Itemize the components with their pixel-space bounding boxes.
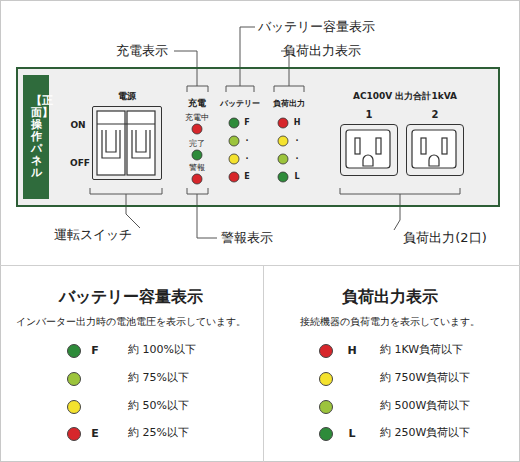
- legend-swatch: [67, 427, 81, 441]
- callout: 警報表示: [221, 231, 273, 246]
- section-dividers: [0, 265, 520, 462]
- control-panel: 【正面】操作パネル 電源 12: [16, 67, 500, 207]
- led-mark: ·: [295, 154, 298, 163]
- led-label: 完了: [189, 139, 205, 148]
- switch-state: OFF: [70, 158, 90, 168]
- section-note: インバーター出力時の電池電圧を表示しています。: [16, 316, 246, 328]
- led-label: 警報: [189, 163, 205, 172]
- legend-swatch: [67, 400, 81, 414]
- switch-rockers: [97, 111, 155, 175]
- outlet: 2: [406, 124, 464, 176]
- column-heading: 負荷出力: [273, 99, 305, 108]
- legend-swatch: [319, 372, 333, 386]
- panel-ground: [16, 67, 500, 207]
- led-mark: ·: [295, 136, 298, 145]
- outlet: 1: [340, 124, 398, 176]
- legend-text: 約 25%以下: [128, 427, 189, 440]
- legend-swatch: [319, 400, 333, 414]
- legend-text: 約 750W負荷以下: [380, 372, 470, 385]
- power-switch: 電源: [92, 106, 162, 180]
- panel-title-band: 【正面】操作パネル: [23, 75, 49, 199]
- indicator-leds: [192, 118, 288, 184]
- legend-swatch: [67, 344, 81, 358]
- section-note: 接続機器の負荷電力を表示しています。: [300, 316, 480, 328]
- led-mark: H: [294, 118, 301, 127]
- led-mark: ·: [245, 154, 248, 163]
- led-mark: E: [244, 172, 249, 181]
- callout: 運転スイッチ: [54, 228, 132, 243]
- legend-swatch: [319, 344, 333, 358]
- switch-heading: 電源: [93, 90, 161, 103]
- output-rating: AC100V 出力合計1kVA: [353, 91, 457, 101]
- callout: 充電表示: [116, 44, 168, 59]
- section-heading: バッテリー容量表示: [59, 288, 203, 306]
- legend-text: 約 75%以下: [128, 372, 189, 385]
- legend-swatch: [67, 372, 81, 386]
- led-mark: L: [294, 172, 299, 181]
- panel-title: 【正面】操作パネル: [31, 95, 42, 180]
- level-mark: H: [347, 345, 356, 358]
- section-heading: 負荷出力表示: [342, 288, 438, 306]
- legend-swatch: [319, 427, 333, 441]
- level-mark: F: [91, 345, 99, 358]
- level-mark: E: [91, 428, 99, 441]
- switch-state: ON: [70, 120, 85, 130]
- legend-text: 約 100%以下: [128, 344, 196, 357]
- led-label: 充電中: [185, 113, 209, 122]
- outlet-number: 1: [341, 109, 397, 120]
- legend-text: 約 50%以下: [128, 400, 189, 413]
- legend-text: 約 250W負荷以下: [380, 427, 470, 440]
- legend-text: 約 1KW負荷以下: [380, 344, 463, 357]
- led-mark: F: [244, 118, 249, 127]
- column-heading: 充電: [188, 98, 206, 108]
- led-mark: ·: [245, 136, 248, 145]
- legend-text: 約 500W負荷以下: [380, 400, 470, 413]
- column-heading: バッテリー: [220, 99, 260, 108]
- callout: バッテリー容量表示: [258, 20, 375, 35]
- callout: 負荷出力(2口): [403, 231, 486, 246]
- outlet-slots: [346, 130, 456, 168]
- outlet-number: 2: [407, 109, 463, 120]
- callout: 負荷出力表示: [283, 44, 361, 59]
- level-mark: L: [348, 428, 355, 441]
